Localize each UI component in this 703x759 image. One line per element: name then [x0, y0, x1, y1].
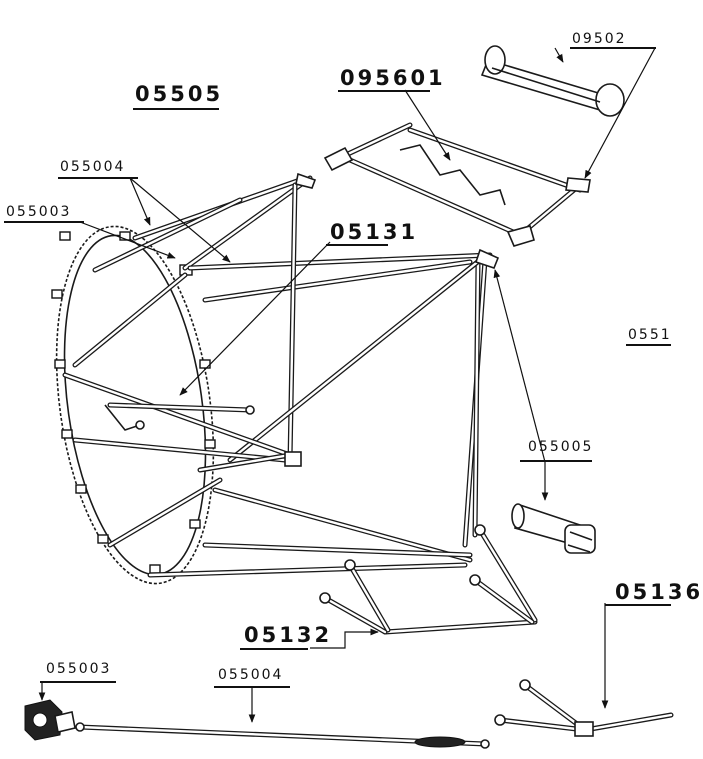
- lower-crossbar: [319, 524, 538, 635]
- right-bracket: [474, 248, 500, 269]
- internal-brace: [104, 402, 255, 431]
- leader-lines: [38, 47, 657, 723]
- label-055003: 055003: [6, 204, 72, 220]
- ladder-strut: [323, 122, 591, 247]
- label-055005: 055005: [528, 439, 594, 455]
- label-detail-055003-underline: [40, 681, 116, 683]
- label-09502: 09502: [572, 31, 627, 47]
- label-055004: 055004: [60, 159, 126, 175]
- label-05132-underline: [240, 648, 308, 650]
- label-05131-underline: [326, 244, 388, 246]
- fitting-part: [511, 503, 596, 554]
- long-tube-detail: [75, 722, 490, 749]
- label-05136-underline: [605, 604, 671, 606]
- exploded-parts-diagram: 05505 095601 09502 055004 055003 05131 0…: [4, 31, 700, 749]
- label-055003-underline: [4, 221, 84, 223]
- label-09502-underline: [570, 47, 656, 49]
- yoke-detail: [494, 679, 674, 737]
- label-095601: 095601: [340, 66, 446, 90]
- label-095601-underline: [338, 90, 430, 92]
- drawing-canvas: [24, 45, 674, 749]
- sleeve-part: [480, 45, 625, 117]
- frame-tubes: [62, 175, 493, 578]
- label-0551: 0551: [628, 327, 672, 343]
- label-055004-underline: [58, 177, 138, 179]
- label-detail-055003: 055003: [46, 661, 112, 677]
- label-assembly-underline: [133, 108, 219, 110]
- hoop-ring: [51, 223, 216, 587]
- label-05136: 05136: [615, 580, 703, 604]
- label-055005-underline: [520, 460, 592, 462]
- label-05132: 05132: [244, 623, 333, 647]
- label-assembly: 05505: [135, 82, 224, 106]
- top-bracket: [295, 172, 317, 189]
- label-detail-055004: 055004: [218, 667, 284, 683]
- center-joint: [284, 451, 302, 467]
- label-0551-underline: [626, 344, 671, 346]
- clamp-detail: [24, 699, 76, 741]
- label-05131: 05131: [330, 220, 419, 244]
- label-detail-055004-underline: [214, 686, 290, 688]
